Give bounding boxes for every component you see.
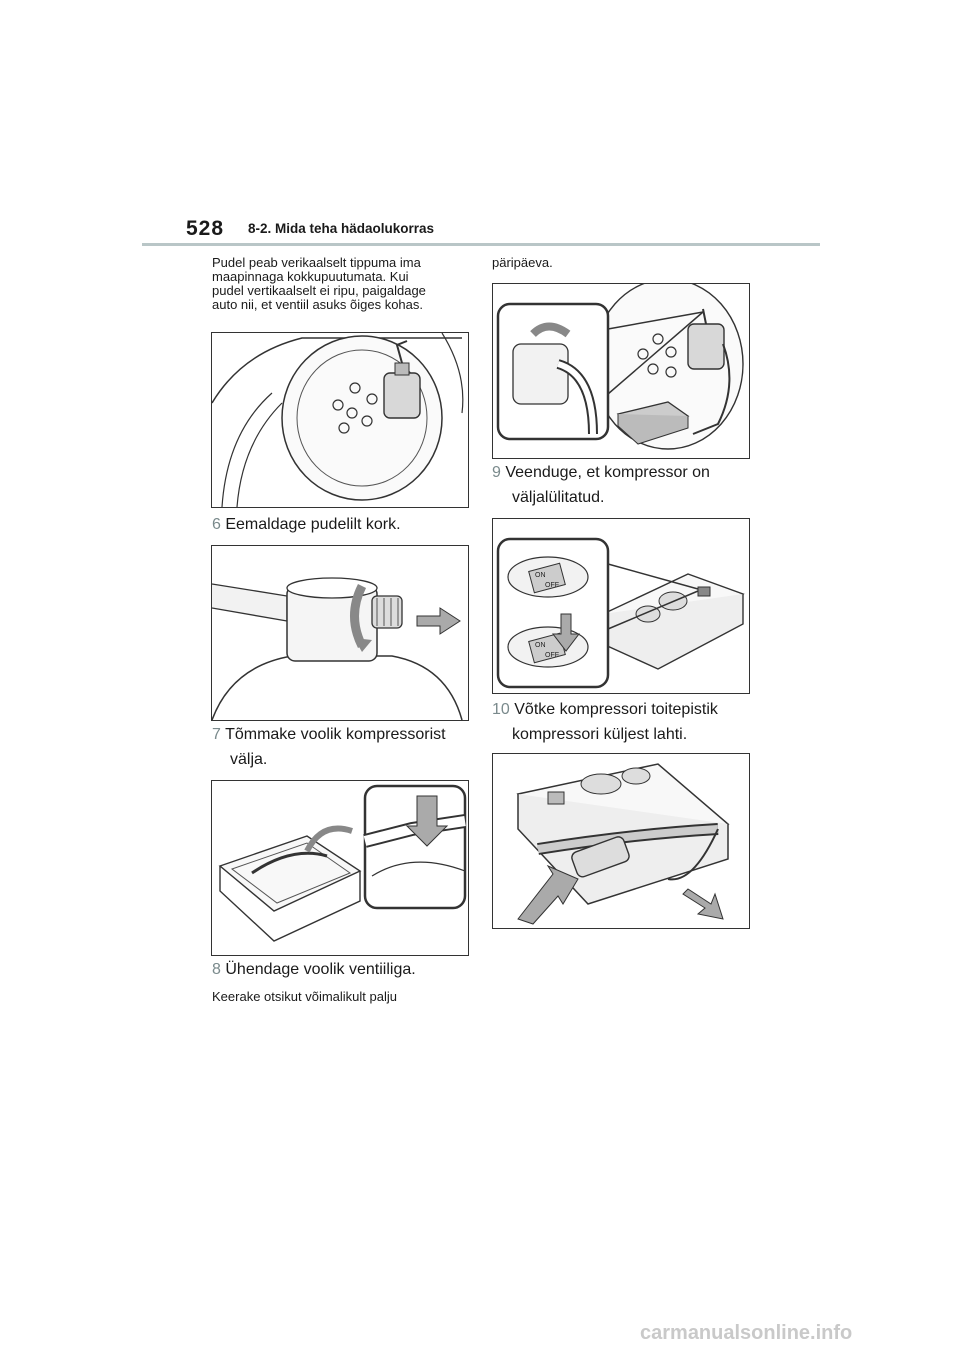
remove-cap-illustration: [212, 577, 463, 720]
step-number: 7: [212, 726, 221, 743]
step-9: 9 Veenduge, et kompressor on väljalülita…: [492, 460, 762, 510]
switch-off-illustration: ON OFF ON OFF: [496, 537, 745, 689]
section-title: 8-2. Mida teha hädaolukorras: [248, 221, 435, 236]
intro-line: maapinnaga kokkupuutumata. Kui: [212, 269, 409, 284]
intro-text: Pudel peab verikaalselt tippuma ima maap…: [212, 256, 472, 312]
step-text: Eemaldage pudelilt kork.: [225, 516, 401, 533]
step-10: 10 Võtke kompressori toitepistik kompres…: [492, 697, 762, 747]
step-text-line: Veenduge, et kompressor on: [505, 464, 710, 481]
continuation-text: päripäeva.: [492, 255, 553, 270]
step-text-line: Tõmmake voolik kompressorist: [225, 726, 446, 743]
page-number: 528: [186, 217, 225, 240]
bottle-on-wheel-illustration: [212, 333, 464, 507]
step-number: 6: [212, 516, 221, 533]
figure-switch-off: ON OFF ON OFF: [492, 518, 750, 694]
intro-line: Pudel peab verikaalselt tippuma ima: [212, 255, 421, 270]
figure-hose-to-valve: [492, 283, 750, 459]
switch-on-label-lower: ON: [535, 642, 546, 649]
hose-to-valve-illustration: [496, 284, 744, 450]
step-text-line: kompressori küljest lahti.: [512, 726, 688, 743]
unplug-illustration: [516, 763, 730, 925]
note-text: Keerake otsikut võimalikult palju: [212, 989, 397, 1004]
intro-line: auto nii, et ventiil asuks õiges kohas.: [212, 297, 424, 312]
intro-line: pudel vertikaalselt ei ripu, paigaldage: [212, 283, 426, 298]
step-number: 10: [492, 701, 510, 718]
step-8: 8 Ühendage voolik ventiiliga.: [212, 957, 416, 982]
switch-off-label-upper: OFF: [545, 582, 559, 589]
figure-unplug: [492, 753, 750, 929]
step-number: 8: [212, 961, 221, 978]
step-7: 7 Tõmmake voolik kompressorist välja.: [212, 722, 472, 772]
header-rule: [142, 243, 820, 246]
switch-off-label-lower: OFF: [545, 652, 559, 659]
figure-remove-cap: [211, 545, 469, 721]
step-number: 9: [492, 464, 501, 481]
step-text: Ühendage voolik ventiiliga.: [225, 961, 416, 978]
switch-on-label-upper: ON: [535, 572, 546, 579]
step-text-line: Võtke kompressori toitepistik: [514, 701, 718, 718]
pull-hose-illustration: [218, 784, 467, 942]
step-text-line: väljalülitatud.: [512, 489, 605, 506]
figure-bottle-on-wheel: [211, 332, 469, 508]
step-text-line: välja.: [230, 751, 268, 768]
figure-pull-hose: [211, 780, 469, 956]
step-6: 6 Eemaldage pudelilt kork.: [212, 512, 401, 537]
watermark: carmanualsonline.info: [640, 1322, 853, 1344]
